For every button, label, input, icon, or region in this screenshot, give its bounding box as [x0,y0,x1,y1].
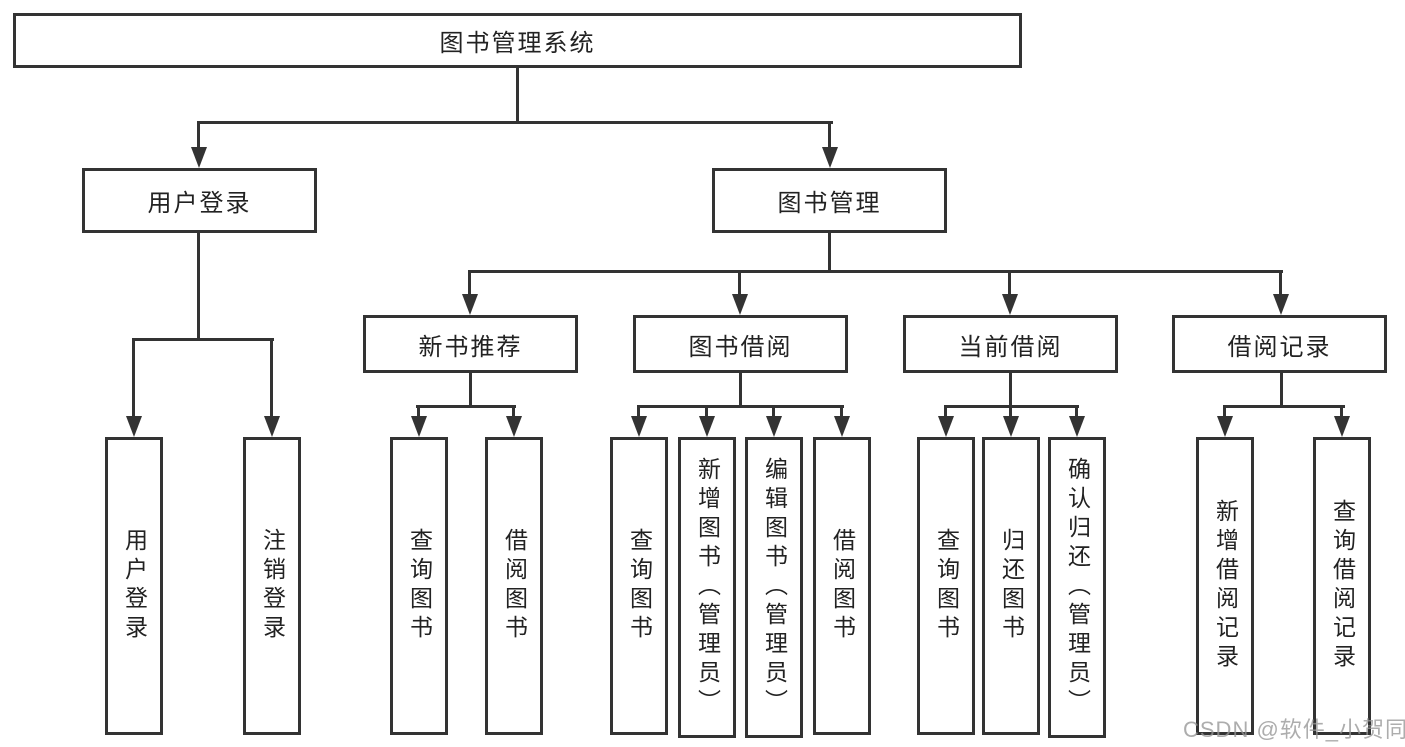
node-leaf-return-books: 归还图书 [982,437,1040,735]
connector-line [270,338,273,416]
connector-line [1075,405,1078,416]
connector-line [197,121,200,147]
connector-arrowhead-down-icon [834,416,850,437]
connector-line [132,338,274,341]
connector-line [637,405,844,408]
connector-arrowhead-down-icon [732,294,748,315]
connector-line [637,405,640,416]
connector-line [469,373,472,405]
connector-arrowhead-down-icon [462,294,478,315]
node-user-login: 用户登录 [82,168,317,233]
connector-line [828,121,831,147]
connector-line [1009,373,1012,405]
node-leaf-borrow-books-1: 借阅图书 [485,437,543,735]
connector-line [739,373,742,405]
connector-line [132,338,135,416]
node-leaf-confirm-return-admin: 确认归还（管理员） [1048,437,1106,738]
node-leaf-edit-books-admin: 编辑图书（管理员） [745,437,803,738]
node-book-management: 图书管理 [712,168,947,233]
connector-line [1009,405,1012,416]
node-book-borrow: 图书借阅 [633,315,848,373]
node-borrow-records: 借阅记录 [1172,315,1387,373]
connector-line [1340,405,1343,416]
connector-arrowhead-down-icon [1334,416,1350,437]
csdn-watermark: CSDN @软件_小贺同学 [1183,717,1405,742]
connector-arrowhead-down-icon [1003,416,1019,437]
node-leaf-logout: 注销登录 [243,437,301,735]
node-leaf-add-borrow-record: 新增借阅记录 [1196,437,1254,735]
connector-line [772,405,775,416]
connector-line [416,405,516,408]
connector-arrowhead-down-icon [1273,294,1289,315]
connector-line [840,405,843,416]
connector-arrowhead-down-icon [631,416,647,437]
connector-line [705,405,708,416]
connector-line [417,405,420,416]
connector-line [468,270,1283,273]
node-leaf-query-books-1: 查询图书 [390,437,448,735]
node-leaf-user-login: 用户登录 [105,437,163,735]
connector-line [1279,270,1282,294]
node-leaf-query-borrow-record: 查询借阅记录 [1313,437,1371,735]
connector-arrowhead-down-icon [822,147,838,168]
node-new-book-recommend: 新书推荐 [363,315,578,373]
connector-line [512,405,515,416]
connector-arrowhead-down-icon [264,416,280,437]
connector-line [1223,405,1345,408]
connector-arrowhead-down-icon [1002,294,1018,315]
node-root: 图书管理系统 [13,13,1022,68]
connector-arrowhead-down-icon [766,416,782,437]
connector-line [197,121,833,124]
connector-line [516,68,519,121]
connector-arrowhead-down-icon [506,416,522,437]
connector-arrowhead-down-icon [411,416,427,437]
connector-line [828,233,831,270]
node-leaf-borrow-books-2: 借阅图书 [813,437,871,735]
node-leaf-query-books-2: 查询图书 [610,437,668,735]
connector-line [1223,405,1226,416]
connector-line [1280,373,1283,405]
connector-arrowhead-down-icon [1069,416,1085,437]
node-leaf-query-books-3: 查询图书 [917,437,975,735]
connector-arrowhead-down-icon [938,416,954,437]
connector-arrowhead-down-icon [1217,416,1233,437]
connector-arrowhead-down-icon [191,147,207,168]
connector-line [1008,270,1011,294]
connector-line [197,233,200,338]
connector-line [468,270,471,294]
node-current-borrow: 当前借阅 [903,315,1118,373]
connector-line [738,270,741,294]
node-leaf-add-books-admin: 新增图书（管理员） [678,437,736,738]
connector-arrowhead-down-icon [699,416,715,437]
connector-arrowhead-down-icon [126,416,142,437]
connector-line [944,405,947,416]
